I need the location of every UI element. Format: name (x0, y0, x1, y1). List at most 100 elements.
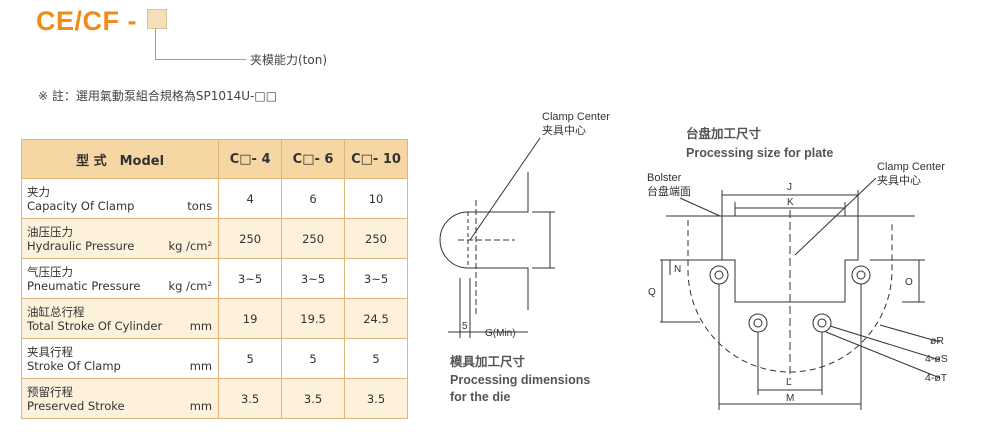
table-row: 夹具行程 Stroke Of Clamp mm 5 5 5 (20, 338, 408, 379)
cell-value: 24.5 (344, 298, 408, 339)
model-placeholder-box (147, 9, 167, 29)
table-row: 油缸总行程 Total Stroke Of Cylinder mm 19 19.… (20, 298, 408, 339)
table-row: 气压压力 Pneumatic Pressure kg /cm² 3~5 3~5 … (20, 258, 408, 299)
row-label-en: Total Stroke Of Cylinder (27, 318, 163, 333)
hole (812, 313, 832, 333)
dimension-label: øR (930, 335, 944, 347)
table-row: 夹力 Capacity Of Clamp tons 4 6 10 (20, 178, 408, 219)
hole (851, 265, 871, 285)
hole-inner (817, 318, 827, 328)
row-label: 油缸总行程 Total Stroke Of Cylinder mm (20, 298, 220, 339)
row-label: 气压压力 Pneumatic Pressure kg /cm² (20, 258, 220, 299)
clamp-center-leader (469, 137, 541, 241)
clamp-center-leader (794, 177, 877, 256)
plate-title-en: Processing size for plate (686, 146, 833, 160)
clamp-center-zh: 夹具中心 (542, 124, 586, 137)
row-unit: mm (189, 399, 213, 413)
dimension-label: G(Min) (485, 328, 516, 339)
column-header: C□- 10 (344, 139, 408, 179)
column-header: C□- 6 (281, 139, 346, 179)
leader-line (825, 331, 941, 379)
callout-leader-line (155, 29, 246, 60)
dimension-label: K (787, 197, 794, 208)
column-header: C□- 4 (218, 139, 283, 179)
cell-value: 3~5 (344, 258, 408, 299)
bolster-label-zh: 台盘端面 (647, 184, 691, 198)
callout-label: 夹模能力(ton) (250, 53, 328, 67)
clamp-center-en: Clamp Center (542, 111, 610, 123)
cell-value: 5 (218, 338, 283, 379)
row-label-en: Pneumatic Pressure (27, 278, 141, 293)
plate-diagram: 台盘加工尺寸 Processing size for plate Bolster… (647, 126, 948, 410)
cell-value: 250 (344, 218, 408, 259)
cell-value: 3.5 (218, 378, 283, 419)
clamp-center-zh: 夹具中心 (877, 174, 921, 187)
table-row: 油压压力 Hydraulic Pressure kg /cm² 250 250 … (20, 218, 408, 259)
dimension-label: Q (648, 287, 656, 298)
spec-note: ※ 註：選用氣動泵組合規格為SP1014U-□□ (38, 89, 278, 103)
dimension-label: J (787, 182, 792, 193)
row-label-en: Hydraulic Pressure (27, 238, 135, 253)
hole-inner (753, 318, 763, 328)
row-label-en: Capacity Of Clamp (27, 198, 135, 213)
cell-value: 19.5 (281, 298, 346, 339)
table-header-row: 型 式 Model C□- 4 C□- 6 C□- 10 (20, 139, 408, 179)
model-header: 型 式 Model (20, 139, 220, 179)
row-label-en: Preserved Stroke (27, 398, 125, 413)
die-caption-zh: 模具加工尺寸 (450, 354, 526, 369)
die-caption-en: for the die (450, 390, 510, 404)
dimension-label: 4-øS (925, 353, 948, 365)
hole (709, 265, 729, 285)
row-label-zh: 油缸总行程 (27, 304, 85, 319)
clamp-range-arc (687, 220, 893, 373)
bolster-leader (679, 197, 721, 217)
dimension-label: 4-øT (925, 372, 948, 384)
row-label: 夹力 Capacity Of Clamp tons (20, 178, 220, 219)
cell-value: 3.5 (281, 378, 346, 419)
cell-value: 3~5 (281, 258, 346, 299)
leader-line (879, 324, 941, 343)
cell-value: 5 (344, 338, 408, 379)
row-label-en: Stroke Of Clamp (27, 358, 121, 373)
dimension-label: L (786, 377, 792, 388)
row-unit: kg /cm² (168, 279, 213, 293)
cell-value: 19 (218, 298, 283, 339)
dimension-label: O (905, 277, 913, 288)
row-label: 油压压力 Hydraulic Pressure kg /cm² (20, 218, 220, 259)
hole-inner (714, 270, 724, 280)
row-unit: kg /cm² (168, 239, 213, 253)
row-label: 夹具行程 Stroke Of Clamp mm (20, 338, 220, 379)
die-outline (439, 172, 529, 310)
row-label-zh: 夹具行程 (27, 344, 73, 359)
die-diagram: Clamp Center 夹具中心 5 G(Min) 模具加工尺寸 Proces… (439, 111, 610, 404)
cell-value: 250 (218, 218, 283, 259)
die-caption-en: Processing dimensions (450, 373, 590, 387)
cell-value: 250 (281, 218, 346, 259)
cell-value: 6 (281, 178, 346, 219)
plate-title-zh: 台盘加工尺寸 (686, 126, 762, 141)
cell-value: 5 (281, 338, 346, 379)
bolster-label-en: Bolster (647, 172, 682, 184)
row-unit: tons (187, 199, 213, 213)
row-unit: mm (189, 359, 213, 373)
row-label-zh: 油压压力 (27, 224, 73, 239)
cell-value: 10 (344, 178, 408, 219)
hole (748, 313, 768, 333)
dimension-label: M (786, 393, 794, 404)
clamp-center-en: Clamp Center (877, 161, 945, 173)
spec-table: 型 式 Model C□- 4 C□- 6 C□- 10 夹力 Capacity… (20, 139, 408, 419)
row-label-zh: 预留行程 (27, 384, 73, 399)
row-label: 预留行程 Preserved Stroke mm (20, 378, 220, 419)
row-label-zh: 夹力 (27, 184, 50, 199)
row-unit: mm (189, 319, 213, 333)
cell-value: 3~5 (218, 258, 283, 299)
dimension-label: 5 (462, 321, 468, 332)
cell-value: 3.5 (344, 378, 408, 419)
leader-line (829, 325, 941, 361)
hole-inner (856, 270, 866, 280)
row-label-zh: 气压压力 (27, 264, 73, 279)
table-row: 预留行程 Preserved Stroke mm 3.5 3.5 3.5 (20, 378, 408, 419)
cell-value: 4 (218, 178, 283, 219)
dimension-label: N (674, 264, 681, 275)
page-title: CE/CF - (36, 6, 137, 36)
